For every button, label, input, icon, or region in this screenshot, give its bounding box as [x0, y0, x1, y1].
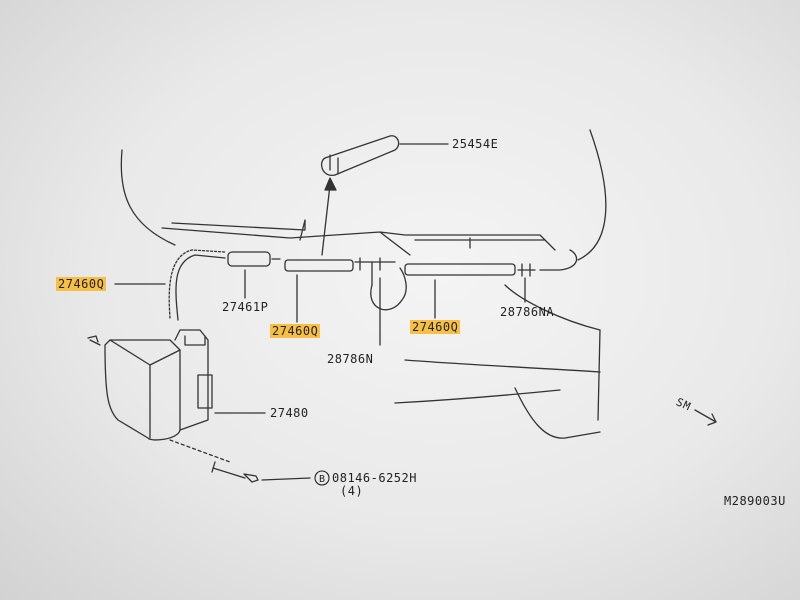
hose-loop: [370, 267, 407, 311]
pump: [197, 374, 213, 409]
label-bolt-part: 08146-6252H: [332, 471, 417, 485]
label-bolt-qty: (4): [340, 484, 364, 498]
nozzle-arrow: [321, 184, 331, 256]
wiper-blade: [171, 219, 306, 241]
wiper-blade-2: [414, 237, 546, 249]
label-27460Q-middle: 27460Q: [270, 324, 321, 338]
bolt: [211, 461, 259, 483]
t-joint: [354, 257, 396, 286]
label-28786N: 28786N: [327, 352, 374, 366]
body-panel-line: [404, 359, 601, 373]
direction-arrow: [694, 409, 717, 426]
label-diagram-code: M289003U: [724, 494, 786, 508]
bolt-symbol-circle: [314, 470, 330, 486]
nozzle: [321, 135, 400, 176]
body-lower-curve: [504, 284, 601, 331]
body-outline-left: [120, 149, 176, 246]
check-valve: [227, 251, 271, 267]
label-27480: 27480: [270, 406, 309, 420]
bumper-edge: [514, 387, 601, 439]
label-27460Q-left: 27460Q: [56, 277, 107, 291]
body-vertical-right: [597, 329, 601, 421]
hose-right: [404, 263, 516, 276]
hose-middle: [284, 259, 354, 272]
label-28786NA: 28786NA: [500, 305, 555, 319]
tank-cap: [184, 335, 206, 346]
bolt-symbol: B: [319, 474, 325, 485]
hose-end-right: [539, 249, 578, 271]
tank-neck: [174, 329, 209, 431]
label-27461P: 27461P: [222, 300, 269, 314]
label-27460Q-right: 27460Q: [410, 320, 461, 334]
label-25454E: 25454E: [452, 137, 499, 151]
hose-left: [175, 254, 226, 321]
wiper-arm: [161, 227, 556, 256]
body-panel-line-2: [394, 389, 561, 404]
body-outline-right: [577, 129, 607, 261]
